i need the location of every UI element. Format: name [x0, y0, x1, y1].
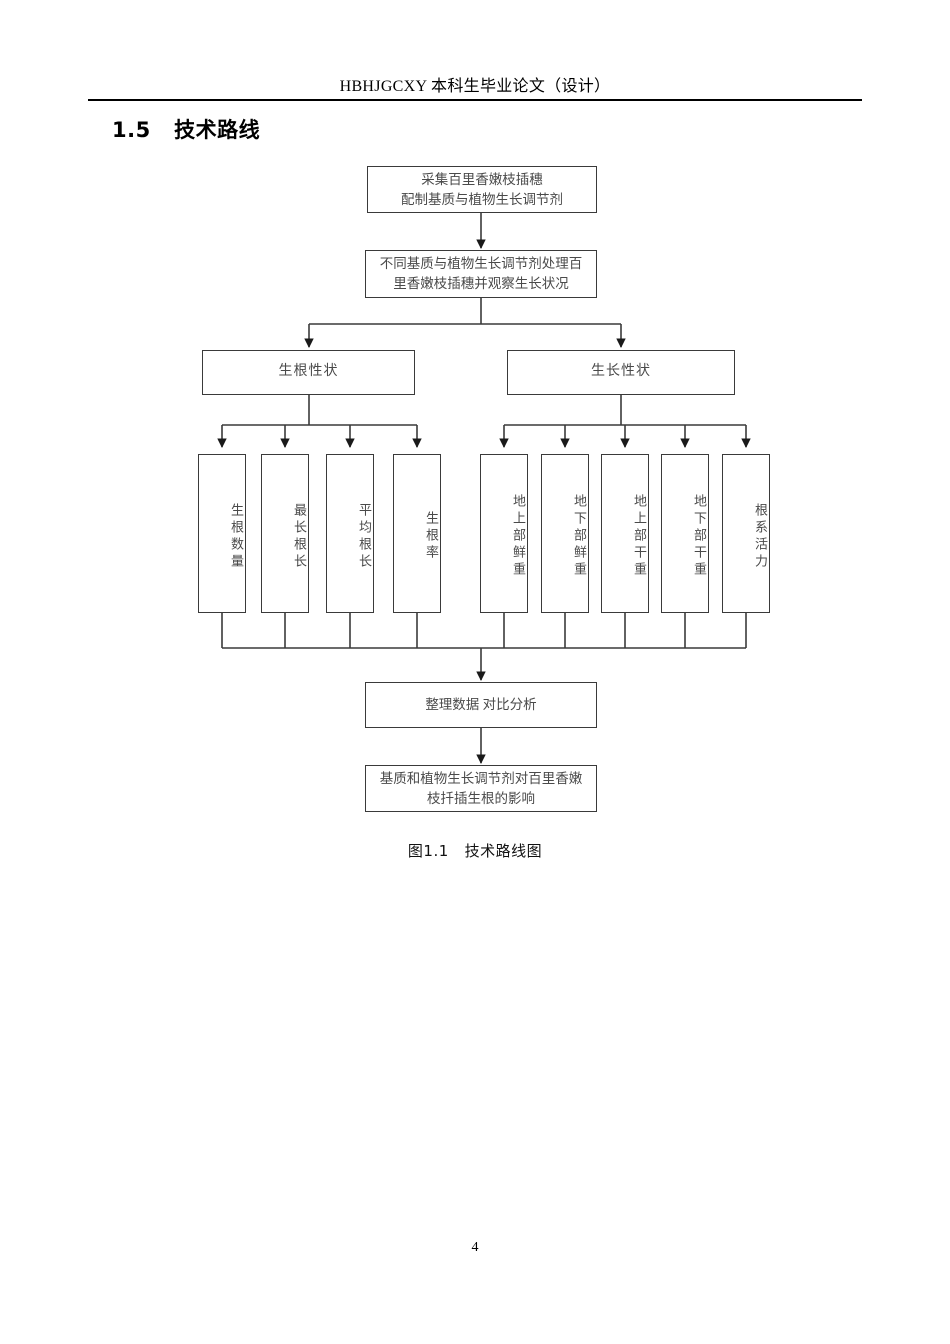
leaf-node-root-activity: 根系活力 — [722, 454, 770, 613]
leaf-node-rooting-rate: 生根率 — [393, 454, 441, 613]
leaf-node-shoot-dry-weight: 地上部干重 — [601, 454, 649, 613]
figure-caption: 图1.1 技术路线图 — [407, 842, 543, 860]
leaf-node-root-dry-weight: 地下部干重 — [661, 454, 709, 613]
leaf-node-root-fresh-weight: 地下部鲜重 — [541, 454, 589, 613]
flowchart-connectors — [217, 213, 751, 764]
technical-route-flowchart: 采集百里香嫩枝插穗 配制基质与植物生长调节剂 不同基质与植物生长调节剂处理百 里… — [198, 166, 770, 812]
flow-node-conclusion: 基质和植物生长调节剂对百里香嫩 枝扦插生根的影响 — [365, 765, 597, 812]
leaf-node-longest-root-length: 最长根长 — [261, 454, 309, 613]
flow-node-growth-traits: 生长性状 — [507, 350, 735, 395]
page-number: 4 — [471, 1240, 479, 1255]
leaf-node-average-root-length: 平均根长 — [326, 454, 374, 613]
flow-node-collect: 采集百里香嫩枝插穗 配制基质与植物生长调节剂 — [367, 166, 597, 213]
page-title: 1.5 技术路线 — [112, 118, 261, 142]
leaf-node-shoot-fresh-weight: 地上部鲜重 — [480, 454, 528, 613]
flow-node-data-analysis: 整理数据 对比分析 — [365, 682, 597, 728]
header-divider — [88, 99, 862, 101]
flow-node-treatment: 不同基质与植物生长调节剂处理百 里香嫩枝插穗并观察生长状况 — [365, 250, 597, 298]
running-header: HBHJGCXY 本科生毕业论文（设计） — [339, 78, 611, 95]
flow-node-rooting-traits: 生根性状 — [202, 350, 415, 395]
leaf-node-rooting-count: 生根数量 — [198, 454, 246, 613]
